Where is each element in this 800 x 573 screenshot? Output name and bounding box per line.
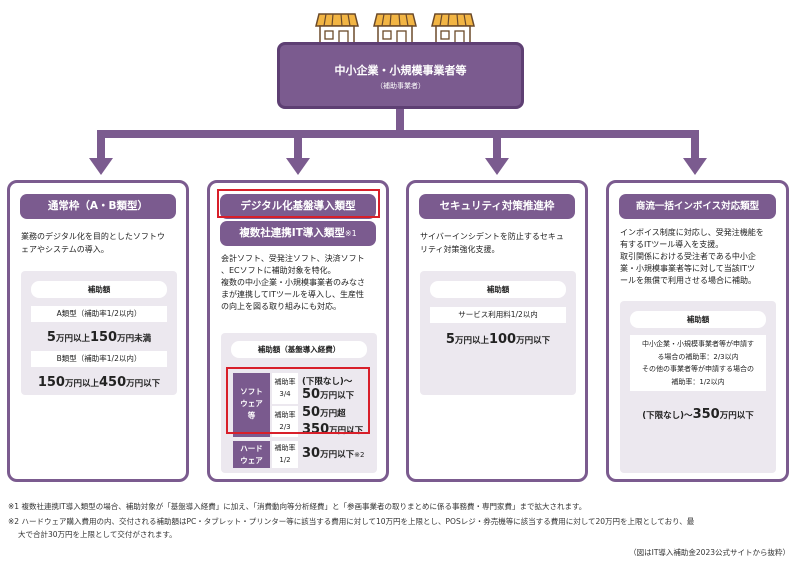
category-normal: 通常枠（A・B類型） 業務のデジタル化を目的としたソフトウ ェアやシステムの導入…: [7, 180, 189, 482]
category-description: 会計ソフト、受発注ソフト、決済ソフト 、ECソフトに補助対象を特化。 複数の中小…: [221, 254, 365, 311]
type-b-price: 150万円以上450万円以下: [37, 375, 161, 390]
subsidy-label: 補助額（基盤導入経費）: [231, 341, 367, 358]
category-description: 業務のデジタル化を目的としたソフトウ ェアやシステムの導入。: [21, 232, 165, 254]
footnote-2: ※2 ハードウェア購入費用の内、交付される補助額はPC・タブレット・プリンター等…: [8, 517, 695, 526]
category-digital-base: デジタル化基盤導入類型 複数社連携IT導入類型※1 会計ソフト、受発注ソフト、決…: [207, 180, 389, 482]
store-icon: [431, 13, 475, 47]
highlight-frame-software: [226, 367, 370, 434]
source-note: （図はIT導入補助金2023公式サイトから抜粋）: [629, 548, 790, 557]
store-icon: [373, 13, 417, 47]
hardware-price: 30万円以下※2: [302, 446, 365, 461]
footnote-2-cont: 大で合計30万円を上限として交付がされます。: [18, 530, 177, 539]
category-title: デジタル化基盤導入類型: [220, 194, 376, 219]
category-subtitle: 複数社連携IT導入類型※1: [220, 221, 376, 246]
subsidy-panel: 補助額 サービス利用料1/2以内 5万円以上100万円以下: [420, 271, 576, 395]
subsidy-label: 補助額: [430, 281, 566, 298]
beneficiary-subtitle: （補助事業者）: [376, 82, 425, 90]
category-description: サイバーインシデントを防止するセキュ リティ対策強化支援。: [420, 232, 564, 254]
category-security: セキュリティ対策推進枠 サイバーインシデントを防止するセキュ リティ対策強化支援…: [406, 180, 588, 482]
subsidy-label: 補助額: [31, 281, 167, 298]
highlight-frame-title: [217, 189, 380, 218]
type-b-label: B類型（補助率1/2以内）: [31, 351, 167, 367]
subsidy-panel: 補助額 中小企業・小規模事業者等が申請す る場合の補助率：2/3以内 その他の事…: [620, 301, 776, 473]
category-title: 通常枠（A・B類型）: [20, 194, 176, 219]
software-label: ソフト ウェア 等: [233, 373, 270, 437]
type-a-label: A類型（補助率1/2以内）: [31, 306, 167, 322]
category-description: インボイス制度に対応し、受発注機能を 有するITツール導入を支援。 取引関係にお…: [620, 228, 764, 285]
security-price: 5万円以上100万円以下: [445, 332, 551, 347]
subsidy-label: 補助額: [630, 311, 766, 328]
category-title: 商流一括インボイス対応類型: [619, 194, 776, 219]
type-a-price: 5万円以上150万円未満: [46, 330, 152, 345]
software-price-1: (下限なし)～ 50万円以下: [302, 377, 355, 402]
beneficiary-title: 中小企業・小規模事業者等: [334, 64, 467, 77]
hardware-label: ハード ウェア: [233, 441, 270, 468]
category-title: セキュリティ対策推進枠: [419, 194, 575, 219]
subsidy-panel: 補助額 A類型（補助率1/2以内） 5万円以上150万円未満 B類型（補助率1/…: [21, 271, 177, 395]
beneficiary-box: 中小企業・小規模事業者等 （補助事業者）: [277, 42, 524, 109]
invoice-price: (下限なし)～350万円以下: [642, 407, 754, 422]
service-fee-label: サービス利用料1/2以内: [430, 307, 566, 323]
subsidy-rate-conditions: 中小企業・小規模事業者等が申請す る場合の補助率：2/3以内 その他の事業者等が…: [630, 335, 766, 391]
connector-arrows: [89, 109, 707, 175]
footnote-1: ※1 複数社連携IT導入類型の場合、補助対象が「基盤導入経費」に加え、「消費動向…: [8, 502, 587, 511]
category-invoice: 商流一括インボイス対応類型 インボイス制度に対応し、受発注機能を 有するITツー…: [606, 180, 789, 482]
